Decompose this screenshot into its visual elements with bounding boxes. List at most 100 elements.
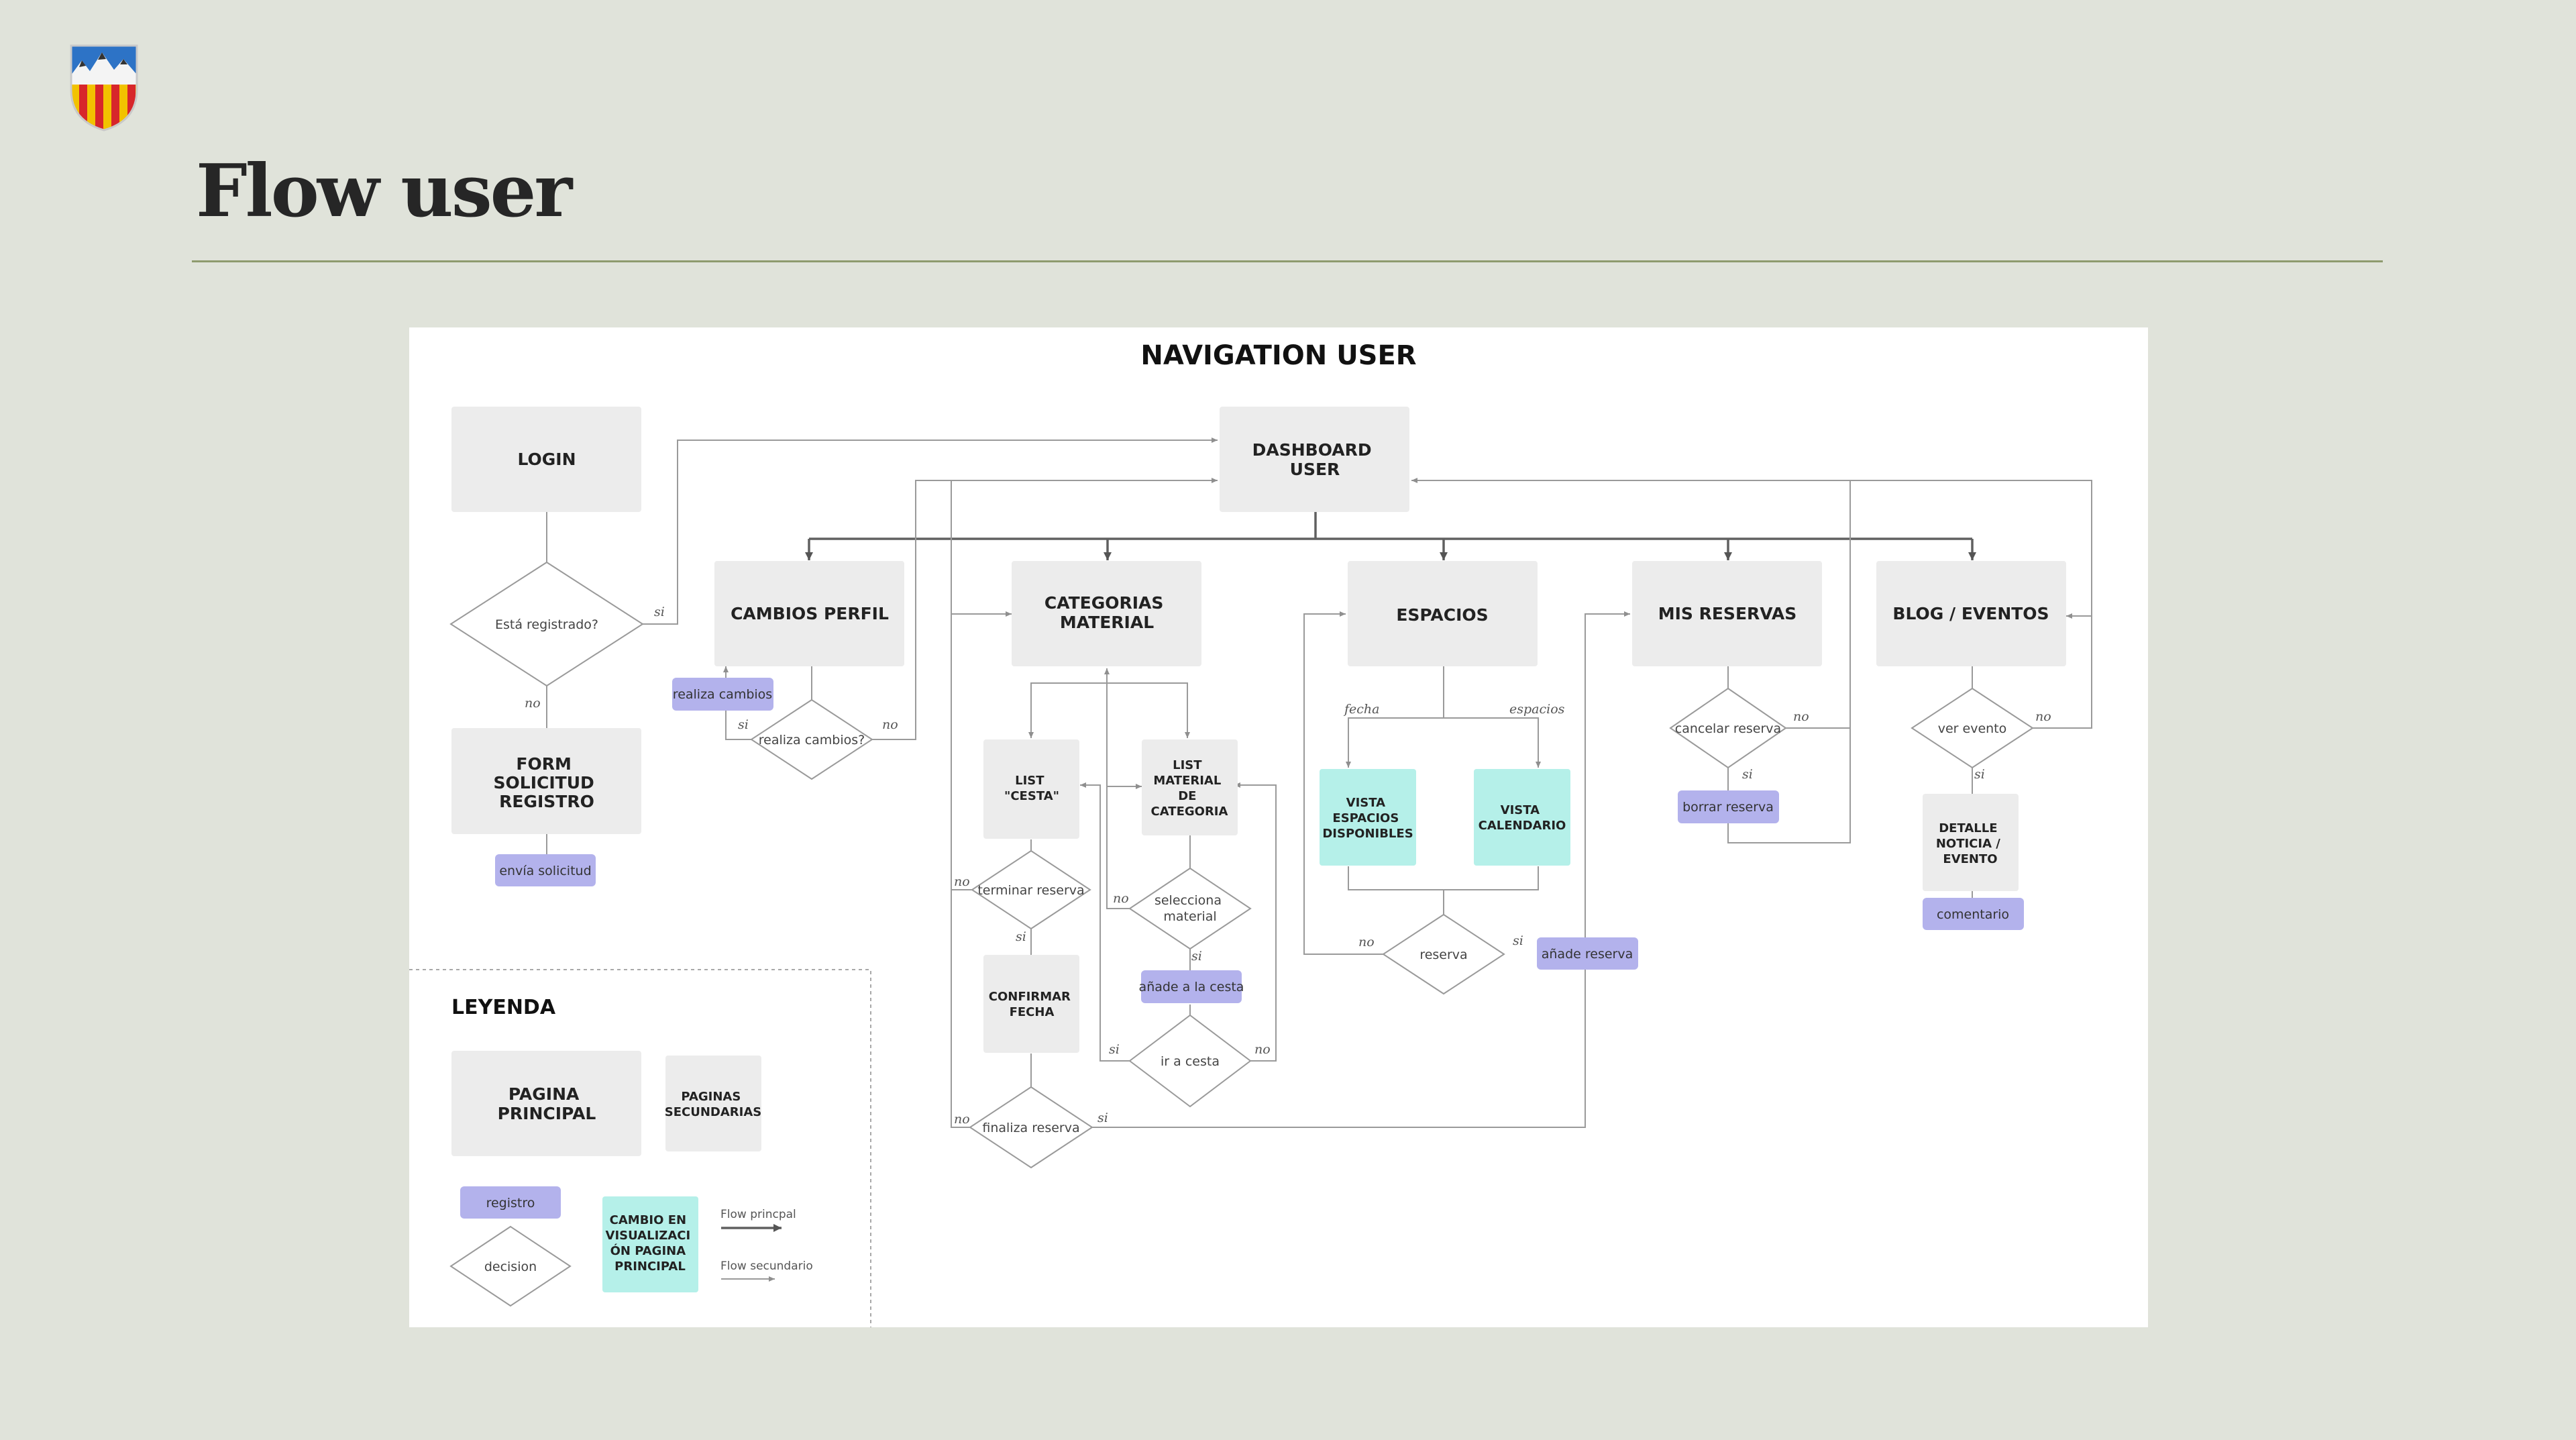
confirmar-fecha-page[interactable]: CONFIRMAR FECHA: [983, 955, 1079, 1053]
legend-paginas-secundarias-line: SECUNDARIAS: [665, 1105, 761, 1119]
decision-selecciona-material[interactable]: selecciona material: [1128, 867, 1252, 950]
list-material-label-line: CATEGORIA: [1151, 805, 1228, 819]
register-comentario[interactable]: comentario: [1923, 898, 2024, 930]
edge-label-si: si: [654, 605, 665, 619]
detalle-label-line: DETALLE: [1939, 821, 1997, 835]
decision-reserva[interactable]: reserva: [1382, 913, 1505, 995]
decision-realiza-cambios[interactable]: realiza cambios?: [750, 699, 873, 780]
register-borrar-reserva[interactable]: borrar reserva: [1678, 790, 1779, 823]
dashboard-page[interactable]: DASHBOARD USER: [1220, 407, 1409, 512]
diagram-svg: NAVIGATION USER: [409, 340, 2092, 1327]
list-cesta-label-line: "CESTA": [1004, 789, 1059, 803]
register-realiza-cambios[interactable]: realiza cambios: [672, 678, 773, 711]
list-material-label-line: DE: [1178, 789, 1196, 803]
edge-label-si: si: [1742, 767, 1753, 782]
decision-cancelar-reserva[interactable]: cancelar reserva: [1669, 687, 1787, 769]
dashboard-label-line: USER: [1290, 460, 1340, 479]
list-cesta-label: LIST "CESTA": [1004, 774, 1059, 803]
legend-decision: decision: [449, 1225, 572, 1307]
edge-label-si: si: [738, 717, 749, 732]
decision-registrado[interactable]: Está registrado?: [449, 561, 644, 687]
edge-label-si: si: [1097, 1111, 1108, 1125]
legend-flow-secundario: Flow secundario: [720, 1259, 813, 1282]
categorias-label-line: MATERIAL: [1060, 613, 1154, 632]
cambios-perfil-page[interactable]: CAMBIOS PERFIL: [714, 561, 904, 666]
register-anade-reserva[interactable]: añade reserva: [1537, 937, 1638, 970]
blog-eventos-page[interactable]: BLOG / EVENTOS: [1876, 561, 2066, 666]
mis-reservas-label: MIS RESERVAS: [1658, 604, 1797, 623]
espacios-label: ESPACIOS: [1396, 605, 1488, 625]
form-label-line: REGISTRO: [499, 792, 594, 811]
vista-calendario-label-line: CALENDARIO: [1479, 819, 1566, 833]
decision-terminar-reserva[interactable]: terminar reserva: [971, 850, 1091, 930]
legend-cambio-visualizacion: CAMBIO EN VISUALIZACI ÓN PAGINA PRINCIPA…: [602, 1196, 698, 1292]
decision-selecciona-label: selecciona material: [1155, 893, 1226, 924]
legend-cambio-line: PRINCIPAL: [614, 1259, 686, 1274]
register-comentario-label: comentario: [1937, 907, 2009, 922]
legend-paginas-secundarias-label: PAGINAS SECUNDARIAS: [665, 1090, 761, 1119]
categorias-label-line: CATEGORIAS: [1044, 593, 1164, 613]
connectors: [546, 438, 2092, 1128]
edge-label-si: si: [1974, 767, 1985, 782]
legend-paginas-secundarias: PAGINAS SECUNDARIAS: [665, 1056, 761, 1151]
legend-registro-label: registro: [486, 1196, 535, 1211]
form-label-line: FORM: [516, 754, 571, 774]
cambios-perfil-label: CAMBIOS PERFIL: [731, 604, 889, 623]
edge-label-si: si: [1191, 949, 1202, 964]
detalle-evento-page[interactable]: DETALLE NOTICIA / EVENTO: [1923, 794, 2019, 891]
decision-realiza-label: realiza cambios?: [759, 733, 865, 748]
vista-calendario-box[interactable]: VISTA CALENDARIO: [1474, 769, 1570, 866]
legend-flow-principal: Flow princpal: [720, 1208, 796, 1232]
legend-flow-secundario-label: Flow secundario: [720, 1259, 813, 1273]
decision-finaliza-reserva[interactable]: finaliza reserva: [969, 1086, 1093, 1169]
legend-cambio-line: ÓN PAGINA: [610, 1243, 686, 1258]
vista-calendario-label-line: VISTA: [1501, 803, 1540, 817]
categorias-material-page[interactable]: CATEGORIAS MATERIAL: [1012, 561, 1201, 666]
legend-paginas-secundarias-line: PAGINAS: [681, 1090, 741, 1104]
legend-border: [409, 969, 871, 1327]
edge-label-si: si: [1513, 933, 1523, 948]
decision-selecciona-line: selecciona: [1155, 893, 1222, 908]
list-material-page[interactable]: LIST MATERIAL DE CATEGORIA: [1142, 739, 1238, 835]
register-anade-cesta-label: añade a la cesta: [1139, 980, 1244, 994]
mis-reservas-page[interactable]: MIS RESERVAS: [1632, 561, 1822, 666]
legend: LEYENDA PAGINA PRINCIPAL PAGINAS SECUNDA…: [409, 969, 871, 1327]
detalle-label-line: EVENTO: [1943, 852, 1997, 866]
login-page[interactable]: LOGIN: [451, 407, 641, 512]
edge-label-no: no: [1254, 1042, 1271, 1057]
decision-ir-cesta[interactable]: ir a cesta: [1128, 1014, 1252, 1108]
login-label: LOGIN: [517, 450, 576, 469]
decision-reserva-label: reserva: [1419, 947, 1467, 962]
detalle-label: DETALLE NOTICIA / EVENTO: [1936, 821, 2004, 866]
register-realiza-label: realiza cambios: [673, 687, 772, 702]
navigation-diagram: NAVIGATION USER: [409, 327, 2148, 1327]
edge-label-no: no: [954, 1112, 970, 1127]
dashboard-label-line: DASHBOARD: [1252, 440, 1372, 460]
register-envia-label: envía solicitud: [499, 864, 591, 878]
confirmar-label-line: FECHA: [1010, 1005, 1055, 1019]
edge-label-si: si: [1109, 1042, 1120, 1057]
list-material-label-line: LIST: [1173, 758, 1202, 772]
espacios-page[interactable]: ESPACIOS: [1348, 561, 1538, 666]
vista-espacios-box[interactable]: VISTA ESPACIOS DISPONIBLES: [1320, 769, 1416, 866]
legend-flow-principal-label: Flow princpal: [720, 1208, 796, 1221]
legend-pagina-principal-line: PRINCIPAL: [498, 1104, 596, 1123]
edge-label-no: no: [1358, 935, 1375, 949]
list-cesta-page[interactable]: LIST "CESTA": [983, 739, 1079, 839]
legend-cambio-label: CAMBIO EN VISUALIZACI ÓN PAGINA PRINCIPA…: [606, 1213, 695, 1274]
categorias-label: CATEGORIAS MATERIAL: [1044, 593, 1169, 632]
decision-ver-evento-label: ver evento: [1938, 721, 2007, 736]
blog-eventos-label: BLOG / EVENTOS: [1892, 604, 2049, 623]
legend-pagina-principal-line: PAGINA: [508, 1084, 580, 1104]
edge-label-si: si: [1016, 929, 1026, 944]
legend-pagina-principal-label: PAGINA PRINCIPAL: [498, 1084, 596, 1123]
decision-registrado-label: Está registrado?: [495, 617, 598, 632]
form-registro-page[interactable]: FORM SOLICITUD REGISTRO: [451, 728, 641, 834]
diagram-title: NAVIGATION USER: [1140, 340, 1416, 371]
decision-ir-cesta-label: ir a cesta: [1161, 1054, 1220, 1069]
form-label-line: SOLICITUD: [494, 773, 594, 792]
register-anade-cesta[interactable]: añade a la cesta: [1139, 970, 1244, 1003]
register-envia-solicitud[interactable]: envía solicitud: [495, 854, 596, 886]
decision-ver-evento[interactable]: ver evento: [1911, 687, 2034, 769]
decision-selecciona-line: material: [1163, 909, 1216, 924]
